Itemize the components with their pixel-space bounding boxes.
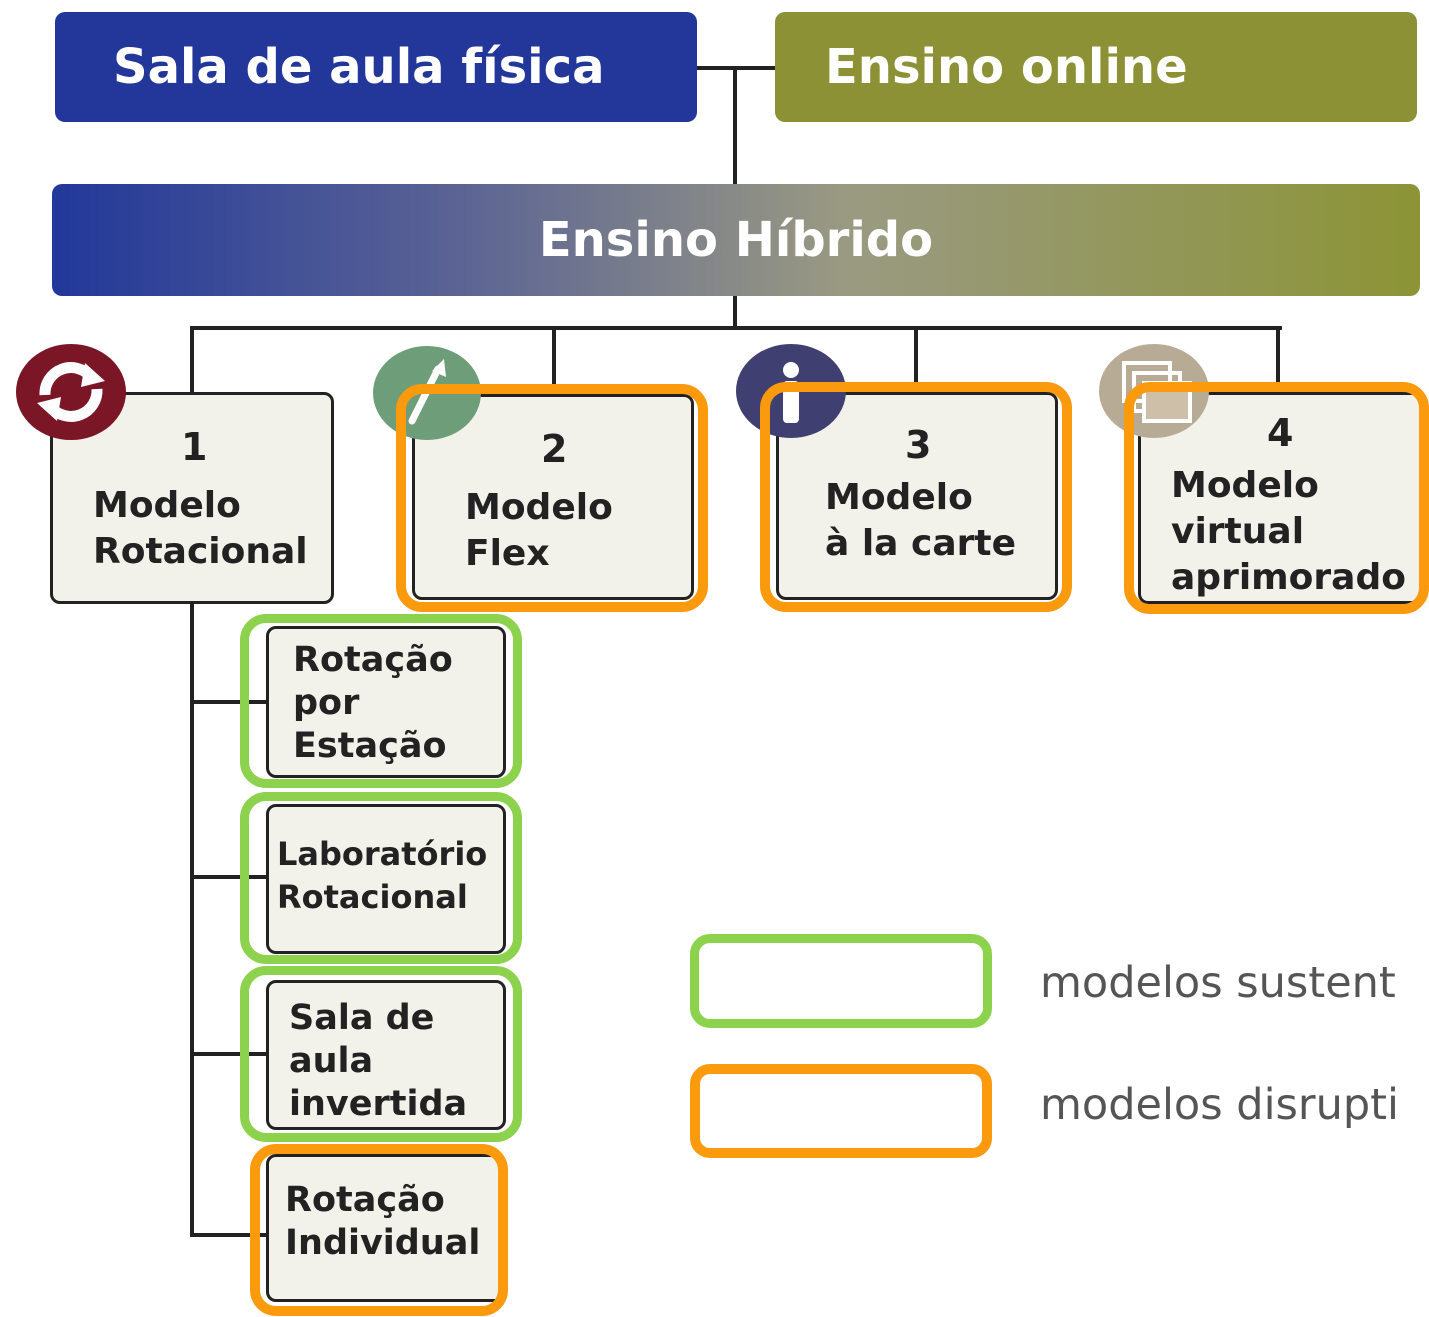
connector-model-1 [190,326,194,392]
sustaining-outline-submodel-3 [240,966,522,1142]
hybrid-teaching-label: Ensino Híbrido [538,212,934,268]
disruptive-outline-model-4 [1124,382,1429,614]
legend-sustaining-label: modelos sustent [1040,958,1396,1008]
online-teaching-box: Ensino online [775,12,1417,122]
disruptive-outline-model-3 [760,382,1072,612]
submodel-1-box: Rotação por Estação [266,626,506,778]
model-label: Modelo Rotacional [93,485,308,572]
hybrid-teaching-box: Ensino Híbrido [52,184,1420,296]
connector-model-4 [1276,326,1280,396]
legend-sustaining-swatch [690,934,992,1028]
connector-model-3 [914,326,918,396]
model-label: Modelo à la carte [825,477,1017,564]
model-number: 1 [181,425,208,469]
submodel-3-box: Sala de aula invertida [266,980,506,1130]
model-label: Modelo virtual aprimorado [1171,465,1406,598]
model-label: Modelo Flex [465,487,613,574]
legend-disruptive-label: modelos disrupti [1040,1080,1399,1130]
submodel-label: Laboratório Rotacional [277,835,488,916]
connector-submodels-vertical [190,602,194,1236]
physical-classroom-box: Sala de aula física [55,12,697,122]
model-1-box: 1 Modelo Rotacional [50,392,334,604]
connector-submodel-1 [190,700,268,704]
model-number: 4 [1267,411,1294,455]
submodel-label: Rotação por Estação [293,640,453,766]
model-number: 2 [541,427,568,471]
disruptive-outline-submodel-4 [250,1144,508,1316]
physical-classroom-label: Sala de aula física [113,39,605,95]
connector-model-2 [552,326,556,396]
online-teaching-label: Ensino online [825,39,1188,95]
connector-submodel-4 [190,1233,268,1237]
connector-models-horizontal [190,326,1282,330]
sustaining-outline-submodel-2 [240,792,522,964]
model-number: 3 [905,423,932,467]
submodel-label: Rotação Individual [285,1180,481,1263]
rotation-icon [15,343,127,441]
model-4-box: 4 Modelo virtual aprimorado [1138,392,1422,604]
submodel-4-box: Rotação Individual [266,1154,506,1302]
submodel-2-box: Laboratório Rotacional [266,804,506,954]
connector-submodel-2 [190,875,268,879]
connector-hybrid-down [733,296,737,328]
submodel-label: Sala de aula invertida [289,998,468,1124]
legend-disruptive-swatch [690,1064,992,1158]
sustaining-outline-submodel-1 [240,614,522,788]
disruptive-outline-model-2 [396,384,708,612]
connector-submodel-3 [190,1052,268,1056]
connector-top-vertical [733,66,737,184]
